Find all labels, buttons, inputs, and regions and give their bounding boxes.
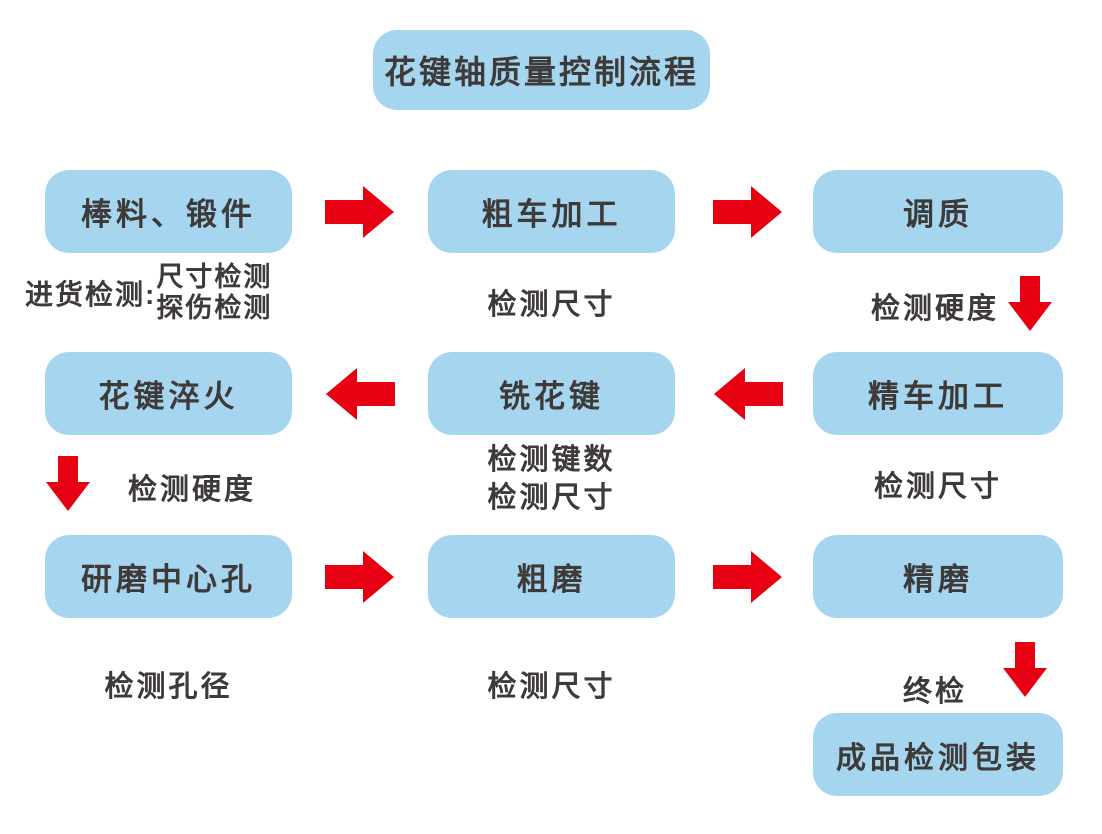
arrow-right-icon (325, 550, 395, 604)
check-final-inspection: 终检 (902, 676, 967, 708)
incoming-check-prefix: 进货检测: (25, 279, 157, 310)
node-spline-milling: 铣花键 (428, 352, 675, 435)
node-rough-turning: 粗车加工 (428, 170, 675, 253)
node-spline-quenching: 花键淬火 (45, 352, 292, 435)
arrow-right-icon (713, 550, 783, 604)
node-bar-stock-forging: 棒料、锻件 (45, 170, 292, 253)
node-finished-product-inspection-packaging: 成品检测包装 (813, 713, 1063, 796)
check-hole-diameter: 检测孔径 (104, 671, 233, 703)
node-center-hole-grinding: 研磨中心孔 (45, 535, 292, 618)
arrow-left-icon (325, 367, 395, 421)
incoming-check-item: 探伤检测 (156, 293, 273, 323)
arrow-down-icon (1007, 276, 1053, 332)
arrow-left-icon (713, 367, 783, 421)
check-dimension: 检测尺寸 (487, 482, 616, 514)
incoming-check-item: 尺寸检测 (156, 262, 273, 292)
check-spline-milling: 检测键数 检测尺寸 (428, 441, 675, 517)
check-incoming-inspection: 进货检测: 尺寸检测 探伤检测 (25, 262, 272, 324)
node-fine-turning: 精车加工 (813, 352, 1063, 435)
check-rough-grinding-dimension: 检测尺寸 (487, 671, 616, 703)
flow-title: 花键轴质量控制流程 (373, 30, 710, 110)
arrow-down-icon (1002, 642, 1048, 698)
check-hardness-after-spline-quench: 检测硬度 (128, 474, 257, 506)
node-quench-temper: 调质 (813, 170, 1063, 253)
arrow-down-icon (45, 456, 91, 512)
check-rough-turning-dimension: 检测尺寸 (487, 289, 616, 321)
arrow-right-icon (713, 185, 783, 239)
check-hardness-after-temper: 检测硬度 (870, 293, 999, 325)
arrow-right-icon (325, 185, 395, 239)
node-rough-grinding: 粗磨 (428, 535, 675, 618)
check-key-count: 检测键数 (487, 444, 616, 476)
incoming-check-items: 尺寸检测 探伤检测 (156, 262, 272, 324)
node-fine-grinding: 精磨 (813, 535, 1063, 618)
check-fine-turning-dimension: 检测尺寸 (873, 471, 1002, 503)
